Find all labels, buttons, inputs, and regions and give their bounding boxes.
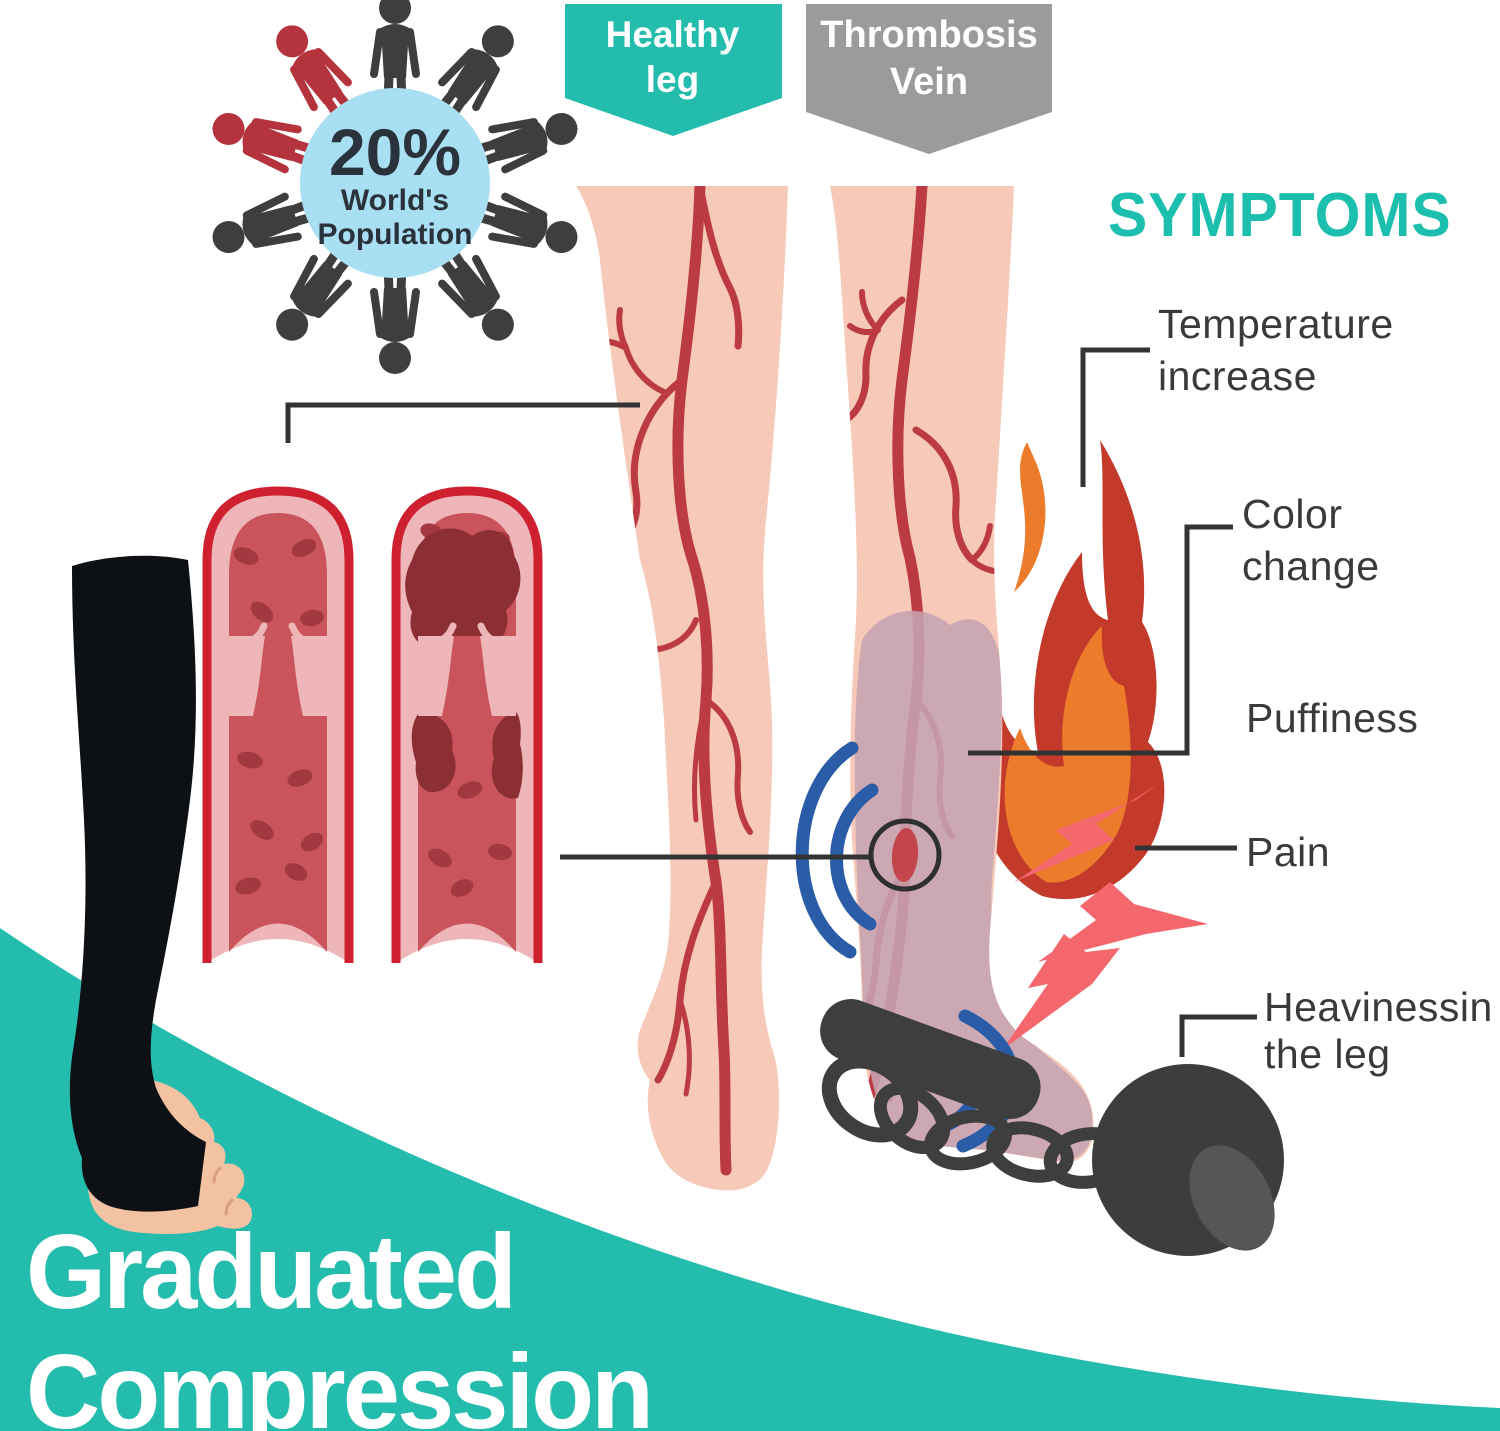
symptom-temperature-increase: Temperature increase	[1158, 298, 1394, 402]
blood-clot-icon	[405, 528, 523, 799]
symptom-line: Temperature	[1158, 301, 1394, 347]
symptom-pain: Pain	[1246, 826, 1330, 878]
symptom-line: Heavinessin	[1264, 984, 1493, 1030]
healthy-leg-illustration	[576, 186, 788, 1191]
banner-line: Vein	[889, 61, 969, 103]
footer-title-line1: Graduated	[26, 1213, 517, 1331]
healthy-leg-banner-label: Healthy leg	[563, 12, 782, 102]
symptoms-title: SYMPTOMS	[1108, 181, 1452, 250]
vein-cross-section-healthy-icon	[202, 486, 354, 963]
symptom-line: Puffiness	[1246, 695, 1419, 741]
teal-wedge	[0, 928, 1500, 1431]
symptom-line: Pain	[1246, 829, 1331, 875]
thrombosis-vein-banner-label: Thrombosis Vein	[806, 12, 1052, 106]
banner-line: Thrombosis	[820, 14, 1038, 56]
thrombosis-vein-banner	[806, 4, 1052, 154]
symptom-line: Color	[1242, 491, 1343, 537]
symptom-line: the leg	[1264, 1031, 1391, 1077]
stat-badge-circle	[300, 88, 490, 278]
stat-line1: World's	[340, 184, 450, 217]
clot-bulge	[891, 828, 919, 882]
lightning-bolt-icons	[1002, 784, 1208, 1050]
symptom-line: change	[1242, 543, 1380, 589]
ball-and-chain-icon	[820, 999, 1284, 1256]
banner-line: leg	[645, 59, 700, 100]
healthy-leg-banner	[565, 4, 782, 136]
stat-line2: Population	[317, 218, 473, 251]
banner-line: Healthy	[605, 14, 740, 55]
population-circle	[207, 0, 583, 374]
symptom-puffiness: Puffiness	[1246, 692, 1418, 744]
connector-lines	[285, 347, 1257, 1057]
stat-badge: 20% World's Population	[295, 115, 495, 252]
symptom-heaviness: Heavinessin the leg	[1264, 984, 1493, 1078]
symptom-line: increase	[1158, 353, 1317, 399]
compression-sock-icon	[69, 555, 252, 1234]
stat-percent: 20%	[328, 115, 462, 189]
footer-title-line2: Compression	[26, 1333, 654, 1431]
vein-cross-section-clot-icon	[391, 486, 543, 963]
symptom-color-change: Color change	[1242, 488, 1380, 592]
